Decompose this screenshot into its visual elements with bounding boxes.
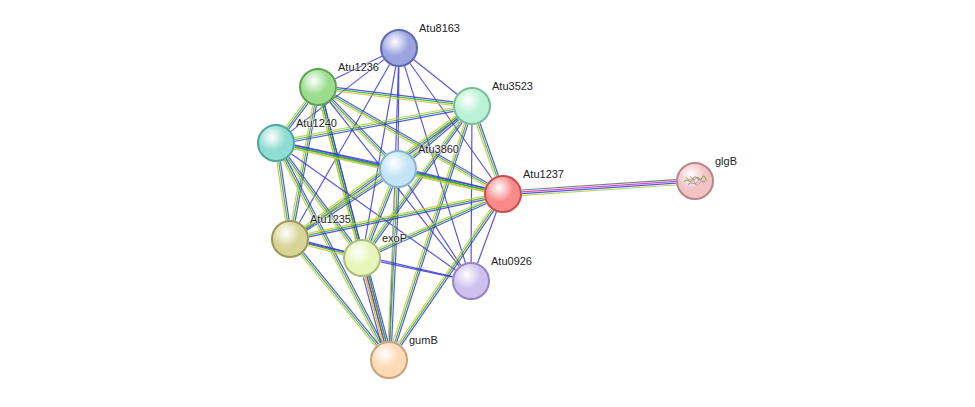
protein-node: exoP [343,239,381,277]
protein-node: Atu1237 [484,175,522,213]
evidence-line [337,88,453,102]
evidence-line [277,162,286,220]
node-label: Atu1236 [338,61,379,73]
interaction-edge [416,172,485,192]
evidence-line [294,149,484,192]
node-label: Atu8163 [419,22,460,34]
node-label: Atu1240 [296,117,337,129]
node-label: Atu0926 [491,255,532,267]
evidence-line [307,181,383,230]
interaction-edge [277,162,289,221]
evidence-line [365,277,382,342]
evidence-line [416,175,484,191]
evidence-line [367,186,389,240]
protein-node: Atu1235 [271,220,309,258]
protein-node: Atu0926 [452,262,490,300]
evidence-line [337,91,453,105]
protein-node: Atu3860 [379,150,417,188]
evidence-line [480,123,498,175]
interaction-edge [337,88,454,106]
evidence-line [478,124,496,176]
evidence-line [306,179,382,228]
evidence-line [400,210,492,345]
protein-structure [680,168,710,194]
evidence-line [381,262,453,277]
interaction-edge [381,262,453,277]
evidence-line [294,108,453,138]
node-label: Atu1235 [310,213,351,225]
node-label: Atu1237 [523,168,564,180]
protein-node: glgB [676,162,714,200]
node-label: glgB [715,155,737,167]
protein-node: Atu1236 [299,68,337,106]
protein-node: Atu1240 [257,124,295,162]
protein-node: Atu3523 [453,87,491,125]
protein-node: gumB [370,341,408,379]
node-label: gumB [409,334,438,346]
interaction-edge [363,275,387,342]
evidence-line [401,211,493,346]
node-label: Atu3523 [492,80,533,92]
interaction-edge [522,180,676,196]
interaction-edge [335,56,382,79]
evidence-line [363,277,380,342]
node-label: exoP [382,232,407,244]
evidence-line [309,200,485,237]
evidence-line [308,244,343,253]
evidence-line [279,162,288,220]
evidence-line [367,276,384,341]
interaction-edge [398,209,493,346]
evidence-line [335,56,382,79]
evidence-line [414,120,459,158]
protein-node: Atu8163 [380,29,418,67]
evidence-line [416,173,484,189]
evidence-line [522,185,676,195]
evidence-line [522,183,676,193]
node-label: Atu3860 [418,143,459,155]
evidence-line [417,172,485,188]
evidence-line [337,89,453,103]
evidence-line [477,125,495,177]
interaction-edge [477,123,499,176]
